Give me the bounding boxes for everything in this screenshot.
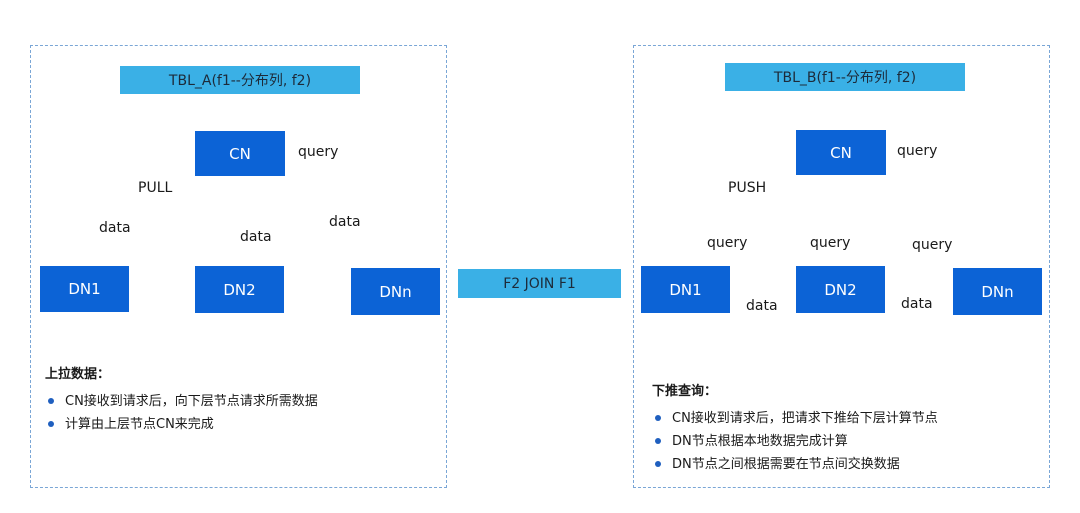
bullet-dot-icon (655, 438, 661, 444)
list-item: CN接收到请求后，把请求下推给下层计算节点 (652, 407, 938, 430)
right-data-label-2: data (901, 296, 933, 312)
right-note-text: DN节点根据本地数据完成计算 (672, 434, 848, 449)
left-notes-list: CN接收到请求后，向下层节点请求所需数据 计算由上层节点CN来完成 (45, 390, 318, 436)
left-table-banner: TBL_A(f1--分布列, f2) (120, 66, 360, 94)
left-dn2-node: DN2 (195, 266, 284, 313)
left-data-label-1: data (99, 220, 131, 236)
left-cn-node: CN (195, 131, 285, 176)
bullet-dot-icon (48, 421, 54, 427)
left-dnn-node: DNn (351, 268, 440, 315)
left-data-label-2: data (240, 229, 272, 245)
left-dn1-node: DN1 (40, 266, 129, 312)
right-notes-list: CN接收到请求后，把请求下推给下层计算节点 DN节点根据本地数据完成计算 DN节… (652, 407, 938, 476)
right-table-banner: TBL_B(f1--分布列, f2) (725, 63, 965, 91)
list-item: CN接收到请求后，向下层节点请求所需数据 (45, 390, 318, 413)
right-notes: 下推查询： CN接收到请求后，把请求下推给下层计算节点 DN节点根据本地数据完成… (652, 380, 938, 476)
right-dn2-node: DN2 (796, 266, 885, 313)
right-cn-node: CN (796, 130, 886, 175)
list-item: DN节点根据本地数据完成计算 (652, 430, 938, 453)
bullet-dot-icon (655, 461, 661, 467)
right-dn1-node: DN1 (641, 266, 730, 313)
left-pull-label: PULL (138, 180, 173, 196)
right-query-label-3: query (912, 237, 953, 253)
right-data-label-1: data (746, 298, 778, 314)
left-query-label: query (298, 144, 339, 160)
list-item: DN节点之间根据需要在节点间交换数据 (652, 453, 938, 476)
bullet-dot-icon (655, 415, 661, 421)
right-note-text: DN节点之间根据需要在节点间交换数据 (672, 457, 900, 472)
right-query-label-1: query (707, 235, 748, 251)
left-note-text: 计算由上层节点CN来完成 (65, 417, 214, 432)
left-notes: 上拉数据： CN接收到请求后，向下层节点请求所需数据 计算由上层节点CN来完成 (45, 363, 318, 436)
right-push-label: PUSH (728, 180, 767, 196)
bullet-dot-icon (48, 398, 54, 404)
right-note-text: CN接收到请求后，把请求下推给下层计算节点 (672, 411, 938, 426)
left-notes-title: 上拉数据： (45, 367, 111, 382)
left-data-label-3: data (329, 214, 361, 230)
join-label: F2 JOIN F1 (458, 269, 621, 298)
list-item: 计算由上层节点CN来完成 (45, 413, 318, 436)
right-query-label: query (897, 143, 938, 159)
right-dnn-node: DNn (953, 268, 1042, 315)
right-notes-title: 下推查询： (652, 384, 718, 399)
left-note-text: CN接收到请求后，向下层节点请求所需数据 (65, 394, 318, 409)
right-query-label-2: query (810, 235, 851, 251)
